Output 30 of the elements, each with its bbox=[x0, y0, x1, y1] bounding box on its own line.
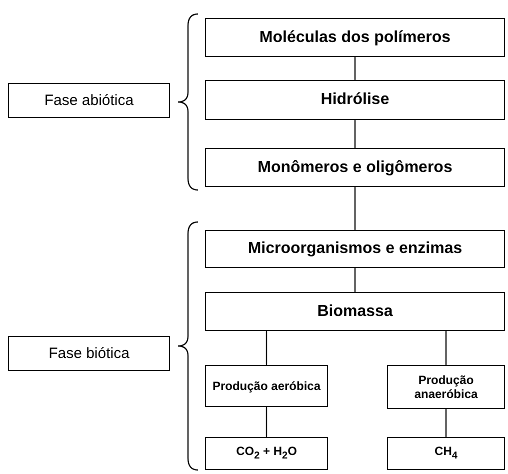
connector-line bbox=[266, 407, 268, 437]
process-box bbox=[387, 437, 505, 470]
process-box bbox=[205, 148, 505, 187]
connector-line bbox=[354, 187, 356, 230]
box-text: Produção anaeróbica bbox=[413, 372, 479, 402]
phase-label-box bbox=[8, 336, 170, 371]
box-text: CH$_{4}$ bbox=[434, 444, 458, 463]
process-box bbox=[205, 18, 505, 57]
box-text: CO$_{2}$ + H$_{2}$O bbox=[236, 444, 297, 463]
phase-label-box bbox=[8, 83, 170, 118]
box-text: Fase biótica bbox=[48, 344, 130, 362]
process-box bbox=[205, 230, 505, 268]
connector-line bbox=[445, 331, 447, 365]
process-box bbox=[387, 365, 505, 409]
process-box bbox=[205, 292, 505, 331]
connector-line bbox=[354, 57, 356, 80]
process-box bbox=[205, 365, 328, 407]
box-text: Produção aeróbica bbox=[212, 378, 321, 394]
connector-line bbox=[354, 120, 356, 148]
process-box bbox=[205, 80, 505, 120]
box-text: Fase abiótica bbox=[44, 92, 134, 110]
box-text: Moléculas dos polímeros bbox=[259, 28, 451, 48]
box-text: Monômeros e oligômeros bbox=[258, 158, 452, 178]
connector-line bbox=[445, 409, 447, 437]
process-box bbox=[205, 437, 328, 470]
box-text: Microorganismos e enzimas bbox=[248, 239, 462, 259]
connector-line bbox=[266, 331, 268, 365]
connector-line bbox=[354, 268, 356, 292]
box-text: Hidrólise bbox=[320, 90, 390, 110]
box-text: Biomassa bbox=[317, 302, 393, 322]
